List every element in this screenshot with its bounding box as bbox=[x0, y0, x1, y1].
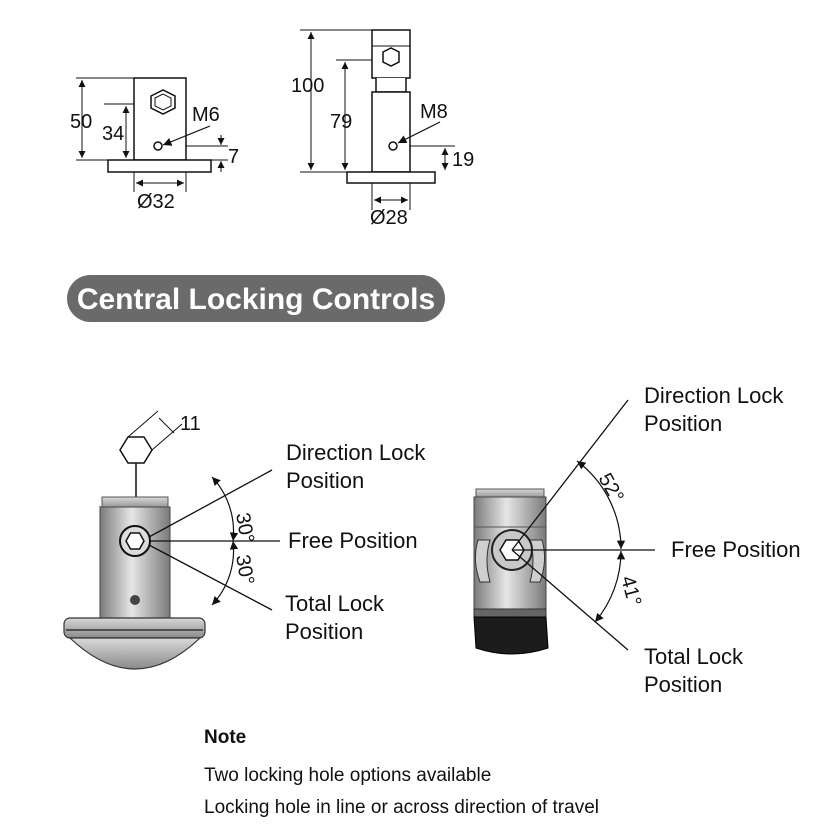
base-plate bbox=[346, 171, 436, 184]
dim-7-label: 7 bbox=[228, 146, 239, 168]
dim-50-label: 50 bbox=[70, 111, 92, 133]
banner-background bbox=[67, 275, 445, 322]
angle-bottom-label: 30° bbox=[231, 553, 258, 587]
hex-size-label: 11 bbox=[180, 413, 201, 435]
direction-lock-label-line1: Direction Lock bbox=[286, 440, 426, 465]
banner-title: Central Locking Controls bbox=[77, 283, 435, 316]
flange bbox=[63, 617, 206, 639]
total-lock-label-line1: Total Lock bbox=[285, 591, 385, 616]
wheel-dome bbox=[68, 637, 202, 670]
section-banner: Central Locking Controls bbox=[67, 275, 445, 322]
base-plate bbox=[107, 159, 212, 173]
set-screw bbox=[130, 595, 140, 605]
free-position-label: Free Position bbox=[288, 528, 418, 553]
left-lock-detail: 11 30° 30° Direction Lock Position Free … bbox=[63, 410, 426, 670]
left-dimension-drawing: 50 34 M6 7 Ø32 bbox=[70, 77, 239, 213]
upper-body bbox=[371, 29, 411, 79]
dark-base bbox=[473, 616, 549, 655]
note-line-2: Locking hole in line or across direction… bbox=[204, 797, 599, 818]
locking-hole bbox=[153, 141, 163, 151]
hex-inner-icon bbox=[154, 93, 172, 111]
thread-m8-label: M8 bbox=[420, 101, 448, 123]
socket-hex-icon bbox=[125, 532, 145, 550]
dim-19-label: 19 bbox=[452, 149, 474, 171]
dim-100-label: 100 bbox=[291, 75, 324, 97]
total-lock-label-line1: Total Lock bbox=[644, 644, 744, 669]
direction-lock-label-line2: Position bbox=[286, 468, 364, 493]
hex-key-icon bbox=[119, 436, 153, 464]
dim-d28-label: Ø28 bbox=[370, 207, 408, 229]
note-title: Note bbox=[204, 727, 247, 748]
lower-body bbox=[371, 91, 411, 173]
hex-icon bbox=[150, 89, 176, 115]
hex-icon bbox=[382, 47, 400, 67]
direction-lock-label-line2: Position bbox=[644, 411, 722, 436]
locking-hole bbox=[388, 141, 398, 151]
total-lock-label-line2: Position bbox=[644, 672, 722, 697]
angle-top-label: 30° bbox=[231, 511, 258, 545]
free-position-label: Free Position bbox=[671, 537, 801, 562]
right-dimension-drawing: 100 79 M8 19 Ø28 bbox=[291, 29, 474, 229]
total-lock-label-line2: Position bbox=[285, 619, 363, 644]
direction-lock-label-line1: Direction Lock bbox=[644, 383, 784, 408]
angle-bottom-label: 41° bbox=[616, 574, 645, 609]
thread-m6-label: M6 bbox=[192, 104, 220, 126]
dim-d32-label: Ø32 bbox=[137, 191, 175, 213]
note-line-1: Two locking hole options available bbox=[204, 765, 492, 786]
angle-top-label: 52° bbox=[594, 470, 628, 507]
dim-34-label: 34 bbox=[102, 123, 124, 145]
right-lock-detail: 52° 41° Direction Lock Position Free Pos… bbox=[473, 383, 801, 697]
lock-lever-left bbox=[474, 539, 491, 583]
dim-79-label: 79 bbox=[330, 111, 352, 133]
